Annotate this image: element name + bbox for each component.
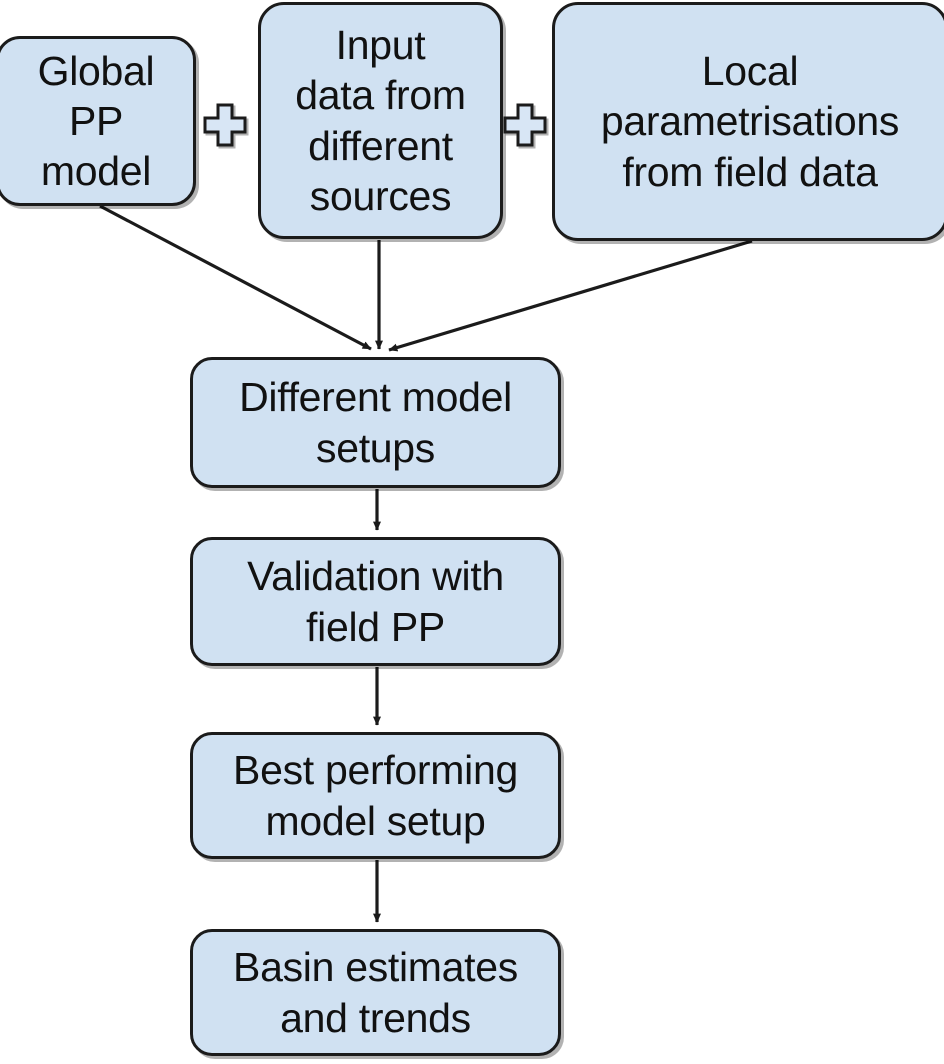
node-global-pp-model[interactable]: Global PP model [0,36,196,206]
node-input-data-label: Input data from different sources [295,22,466,219]
node-input-data[interactable]: Input data from different sources [258,2,503,239]
node-best-performing-model-setup[interactable]: Best performing model setup [190,732,561,859]
edge-local-to-setups [388,239,753,352]
node-best-performing-model-setup-label: Best performing model setup [233,747,518,844]
node-local-parametrisations-label: Local parametrisations from field data [600,48,900,195]
node-local-parametrisations[interactable]: Local parametrisations from field data [552,2,944,241]
plus-sign-icon [203,103,247,147]
node-different-model-setups[interactable]: Different model setups [190,357,561,488]
node-different-model-setups-label: Different model setups [239,374,512,471]
node-basin-estimates-and-trends[interactable]: Basin estimates and trends [190,929,561,1056]
node-validation-with-field-pp-label: Validation with field PP [247,553,504,650]
plus-sign-icon [503,103,547,147]
node-global-pp-model-label: Global PP model [37,47,155,194]
node-validation-with-field-pp[interactable]: Validation with field PP [190,537,561,666]
node-basin-estimates-and-trends-label: Basin estimates and trends [233,944,518,1041]
